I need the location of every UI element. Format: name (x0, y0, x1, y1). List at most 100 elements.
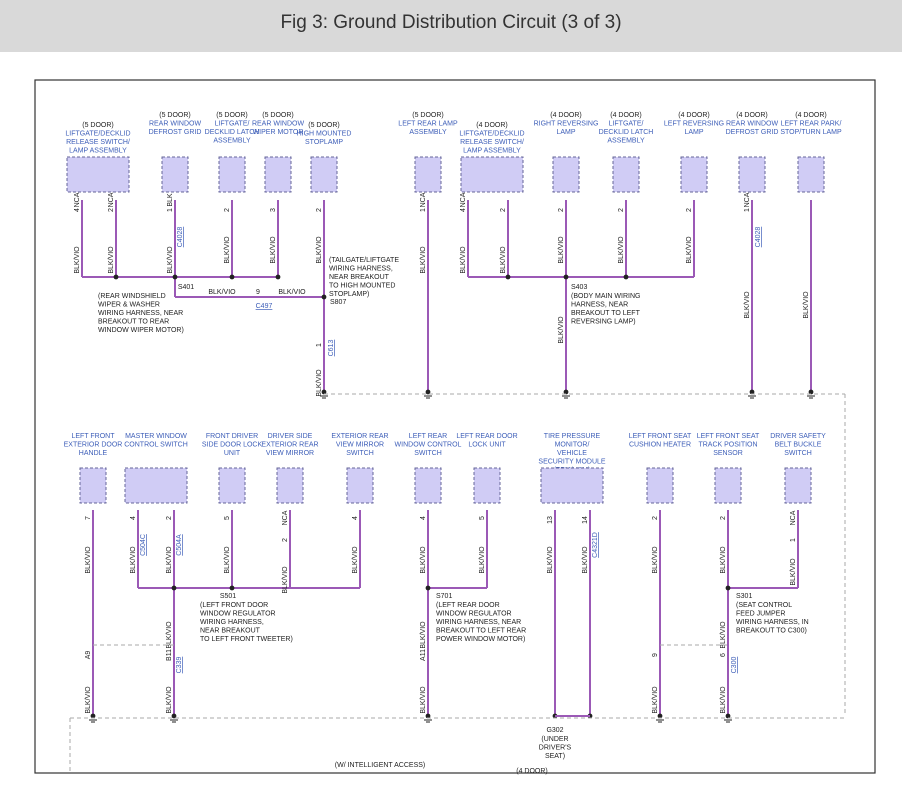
diagram-label: BLK/VIO (166, 686, 173, 714)
component-name: STOPLAMP (305, 139, 343, 146)
footer-note: (W/ INTELLIGENT ACCESS) (335, 762, 426, 769)
diagram-label: NCA (108, 192, 115, 207)
component-name: TIRE PRESSURE (544, 433, 601, 440)
splice-description: REVERSING LAMP) (571, 319, 636, 326)
component-box (612, 156, 640, 193)
diagram-label: BLK/VIO (479, 546, 486, 574)
diagram-label: BLK/VIO (316, 369, 323, 397)
diagram-label: BLK/VIO (282, 566, 289, 594)
diagram-label: BLK/VIO (224, 546, 231, 574)
splice-description: FEED JUMPER (736, 611, 785, 618)
component-name: LEFT REVERSING (664, 121, 724, 128)
splice-description: WIPER & WASHER (98, 302, 160, 309)
component-name: SWITCH (784, 450, 812, 457)
diagram-label: 1 (316, 343, 323, 347)
splice-dot (749, 389, 755, 395)
diagram-label: 2 (500, 208, 507, 212)
connector-ref: C300 (731, 657, 738, 674)
splice-dot (505, 274, 511, 280)
diagram-label: 14 (582, 516, 589, 524)
diagram-label: NCA (74, 192, 81, 207)
diagram-label: 4 (130, 516, 137, 520)
connector-ref: C497 (256, 303, 273, 310)
splice-description: WIRING HARNESS, NEAR (436, 619, 521, 626)
diagram-label: 2 (720, 516, 727, 520)
splice-description: WIRING HARNESS, NEAR (98, 310, 183, 317)
splice-description: BREAKOUT TO C300) (736, 628, 807, 635)
component-name: DEFROST GRID (149, 129, 202, 136)
diagram-label: 1 (167, 208, 174, 212)
component-qualifier: (5 DOOR) (159, 112, 191, 119)
component-name: LIFTGATE/DECKLID (459, 131, 524, 138)
diagram-label: 9 (652, 653, 659, 657)
component-box (264, 156, 292, 193)
component-box (79, 467, 107, 504)
splice-dot (90, 713, 96, 719)
splice-dot (657, 713, 663, 719)
diagram-label: BLK/VIO (270, 236, 277, 264)
component-box (738, 156, 766, 193)
splice-description: WIRING HARNESS, IN (736, 619, 809, 626)
component-name: DECKLID LATCH (205, 129, 260, 136)
splice-description: POWER WINDOW MOTOR) (436, 636, 525, 643)
diagram-label: BLK/VIO (74, 246, 81, 274)
splice-description: (REAR WINDSHIELD (98, 293, 166, 300)
component-name: SENSOR (713, 450, 743, 457)
diagram-label: 1 (420, 208, 427, 212)
component-name: LEFT REAR DOOR (456, 433, 517, 440)
component-name: HANDLE (79, 450, 108, 457)
diagram-label: BLK/VIO (460, 246, 467, 274)
component-box (714, 467, 742, 504)
diagram-label: BLK/VIO (558, 316, 565, 344)
diagram-label: BLK/VIO (85, 686, 92, 714)
splice-dot (425, 585, 431, 591)
component-name: ASSEMBLY (607, 138, 645, 145)
diagram-label: 4 (74, 208, 81, 212)
component-box (414, 467, 442, 504)
ground-id: G302 (546, 727, 563, 734)
splice-description: WIRING HARNESS, (329, 266, 393, 273)
diagram-label: BLK/VIO (316, 236, 323, 264)
diagram-label: 4 (460, 208, 467, 212)
splice-dot (172, 274, 178, 280)
splice-dot (425, 713, 431, 719)
splice-id: S501 (220, 593, 236, 600)
component-name: CUSHION HEATER (629, 442, 691, 449)
diagram-label: BLK/VIO (420, 621, 427, 649)
component-name: MONITOR/ (555, 442, 590, 449)
diagram-border (34, 79, 876, 774)
diagram-label: BLK/VIO (720, 546, 727, 574)
splice-description: TO HIGH MOUNTED (329, 283, 395, 290)
component-qualifier: (4 DOOR) (476, 122, 508, 129)
component-name: LAMP (684, 129, 703, 136)
component-box (552, 156, 580, 193)
diagram-label: BLK/VIO (744, 291, 751, 319)
component-qualifier: (4 DOOR) (550, 112, 582, 119)
splice-description: STOPLAMP) (329, 291, 369, 298)
component-name: SIDE DOOR LOCK (202, 442, 263, 449)
splice-dot (725, 713, 731, 719)
connector-ref: C4028 (755, 227, 762, 248)
component-name: RIGHT REVERSING (534, 121, 599, 128)
component-name: LEFT REAR (409, 433, 447, 440)
component-name: REAR WINDOW (726, 121, 779, 128)
connector-ref: C339 (176, 657, 183, 674)
component-box (460, 156, 524, 193)
diagram-label: NCA (420, 192, 427, 207)
connector-ref: C4321D (592, 532, 599, 558)
diagram-label: BLK/VIO (352, 546, 359, 574)
component-name: MASTER WINDOW (125, 433, 187, 440)
diagram-label: NCA (282, 510, 289, 525)
diagram-label: BLK/VIO (167, 246, 174, 274)
splice-dot (171, 713, 177, 719)
splice-description: DRIVER'S (539, 745, 572, 752)
diagram-label: BLK/VIO (420, 546, 427, 574)
diagram-label: BLK/VIO (618, 236, 625, 264)
component-qualifier: (4 DOOR) (678, 112, 710, 119)
component-name: VEHICLE (557, 450, 587, 457)
component-qualifier: (4 DOOR) (610, 112, 642, 119)
diagram-label: 5 (479, 516, 486, 520)
splice-description: TO LEFT FRONT TWEETER) (200, 636, 293, 643)
diagram-label: 13 (547, 516, 554, 524)
